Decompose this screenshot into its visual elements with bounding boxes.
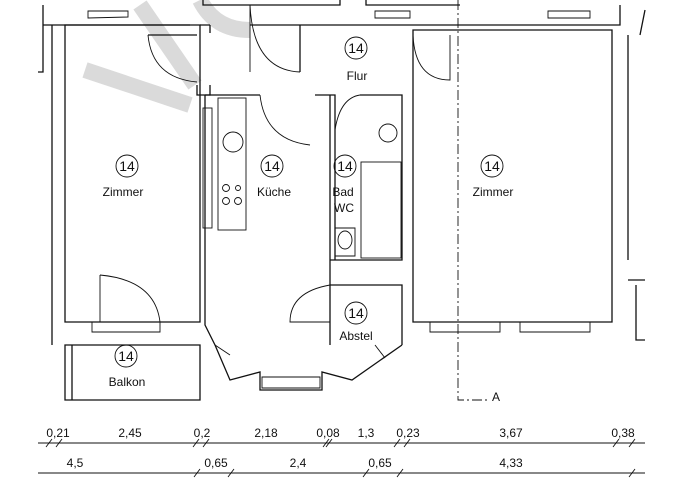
bathtub-icon (360, 161, 402, 259)
svg-text:14: 14 (337, 158, 353, 174)
svg-text:Küche: Küche (257, 185, 291, 199)
counter-strip (202, 107, 213, 229)
dim-0-08: 0,08 (316, 426, 340, 440)
svg-text:Balkon: Balkon (109, 375, 146, 389)
svg-text:14: 14 (119, 158, 135, 174)
washbasin-icon (378, 123, 398, 143)
section-marker: A (492, 390, 500, 404)
sink-icon (222, 131, 244, 153)
dim-0-23: 0,23 (396, 426, 420, 440)
stove-burner-icon (222, 184, 230, 192)
stove-burner-icon (222, 197, 230, 205)
room-balkon: 14 Balkon (109, 344, 146, 389)
room-kueche: 14 Küche (257, 154, 291, 199)
dim-2-4: 2,4 (290, 456, 307, 470)
dim-0-38: 0,38 (611, 426, 635, 440)
room-zimmer-left: 14 Zimmer (103, 154, 144, 199)
svg-text:14: 14 (348, 40, 364, 56)
svg-text:Flur: Flur (347, 69, 368, 83)
svg-text:14: 14 (484, 158, 500, 174)
svg-text:Abstel: Abstel (339, 329, 372, 343)
room-bad-wc: 14 Bad WC (332, 154, 357, 215)
stove-burner-icon (235, 185, 241, 191)
room-zimmer-right: 14 Zimmer (473, 154, 514, 199)
dim-0-2: 0,2 (194, 426, 211, 440)
dim-2-18: 2,18 (254, 426, 278, 440)
kitchen-counter (217, 97, 247, 231)
dim-4-33: 4,33 (499, 456, 523, 470)
toilet-icon (334, 227, 356, 257)
room-abstel: 14 Abstel (339, 301, 373, 343)
svg-text:14: 14 (348, 305, 364, 321)
svg-text:14: 14 (118, 348, 134, 364)
dim-0-65-b: 0,65 (368, 456, 392, 470)
watermark (82, 0, 251, 113)
stove-burner-icon (234, 197, 242, 205)
dim-3-67: 3,67 (499, 426, 523, 440)
svg-text:Zimmer: Zimmer (473, 185, 514, 199)
room-flur: 14 Flur (344, 36, 368, 83)
dim-0-21: 0,21 (46, 426, 70, 440)
svg-text:Bad: Bad (332, 185, 353, 199)
walls (38, 0, 646, 401)
doors (99, 4, 451, 359)
dim-1-3: 1,3 (358, 426, 375, 440)
dim-2-45: 2,45 (118, 426, 142, 440)
svg-text:WC: WC (334, 201, 354, 215)
dim-0-65-a: 0,65 (204, 456, 228, 470)
fixtures (202, 0, 490, 401)
dimension-lines: 0,21 2,45 0,2 2,18 0,08 1,3 0,23 3,67 0,… (38, 426, 645, 478)
svg-text:Zimmer: Zimmer (103, 185, 144, 199)
dim-4-5: 4,5 (67, 456, 84, 470)
svg-text:14: 14 (264, 158, 280, 174)
